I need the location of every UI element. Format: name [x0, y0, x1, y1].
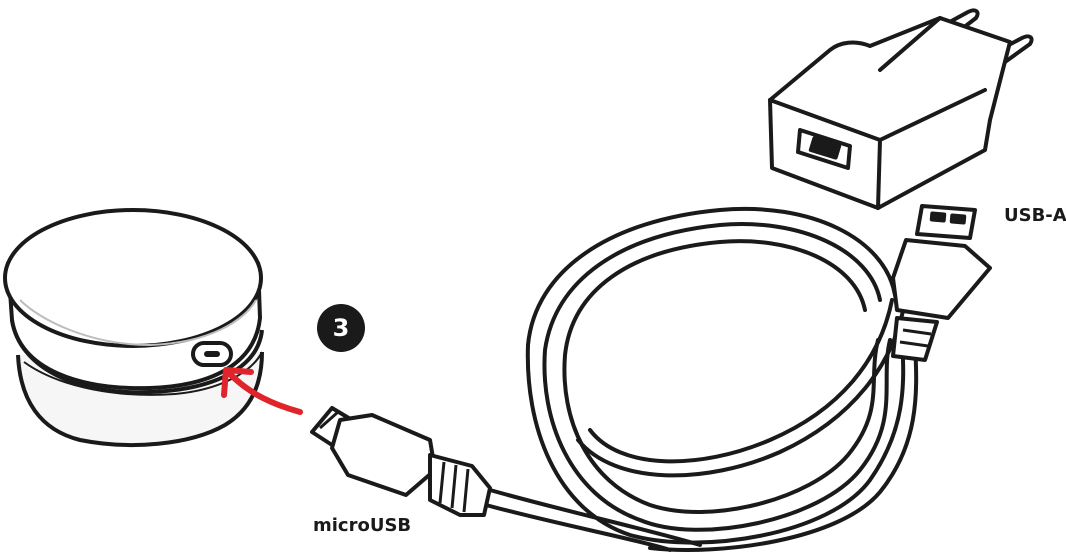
device-top-shading: [19, 299, 257, 346]
charger-edge: [878, 88, 987, 142]
cable-tail: [484, 488, 702, 552]
charger-top: [768, 16, 942, 102]
micro-usb-body: [330, 413, 437, 497]
usb-a-body: [891, 238, 992, 320]
round-device: [3, 208, 264, 447]
wall-charger: [768, 8, 1034, 210]
charger-side: [876, 16, 1012, 210]
micro-usb-boot: [428, 453, 492, 517]
micro-usb-label: microUSB: [313, 515, 412, 536]
usb-a-strain-relief: [891, 316, 939, 362]
cable-coil: [525, 207, 919, 552]
micro-usb-port: [191, 341, 233, 367]
micro-usb-connector: [310, 406, 492, 517]
usb-a-label: USB-A: [1004, 205, 1066, 226]
insert-arrow: [221, 367, 303, 415]
step-number-badge: 3: [317, 304, 365, 352]
device-top-ellipse: [3, 208, 263, 348]
usb-a-plug: [915, 204, 977, 240]
usb-a-connector: [891, 204, 992, 362]
